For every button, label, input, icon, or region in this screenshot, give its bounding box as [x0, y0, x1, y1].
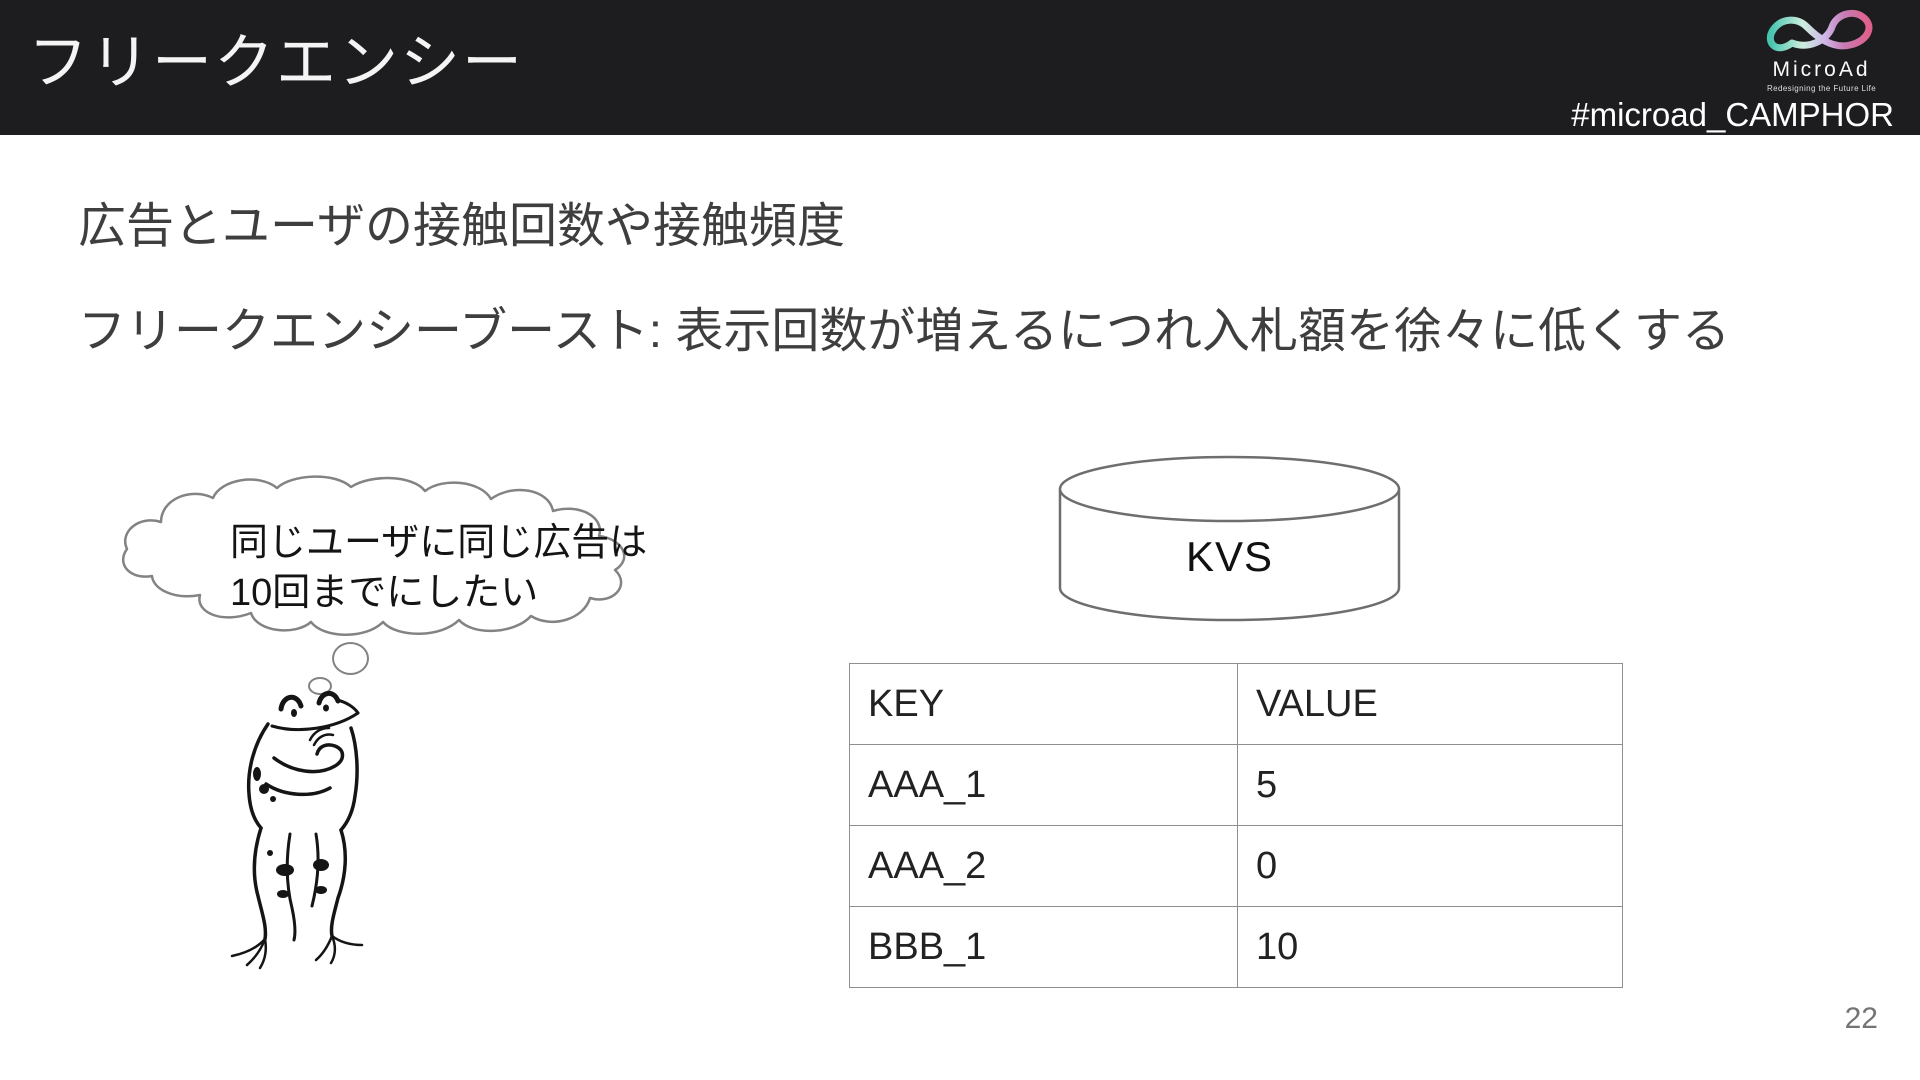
logo-wordmark: MicroAd — [1772, 58, 1871, 81]
thought-bubble-small — [308, 677, 332, 695]
thought-text: 同じユーザに同じ広告は 10回までにしたい — [230, 518, 647, 618]
thought-cloud: 同じユーザに同じ広告は 10回までにしたい — [112, 472, 687, 667]
header-bar: フリークエンシー MicroAd Redesigning the Future … — [0, 0, 1920, 135]
frog-illustration — [224, 682, 366, 974]
thought-cloud-icon — [121, 475, 626, 636]
body-line-2: フリークエンシーブースト: 表示回数が増えるにつれ入札額を徐々に低くする — [78, 305, 1730, 358]
database-cylinder-icon — [1058, 455, 1401, 622]
body-line-1: 広告とユーザの接触回数や接触頻度 — [78, 200, 846, 253]
kvs-database: KVS — [1057, 453, 1402, 623]
thought-line-1: 同じユーザに同じ広告は — [230, 522, 648, 564]
microad-logo: MicroAd Redesigning the Future Life — [1739, 5, 1904, 93]
column-header-key: KEY — [849, 663, 1238, 745]
kv-table: KEY VALUE AAA_1 5 AAA_2 0 BBB_1 10 — [849, 663, 1623, 988]
frog-icon — [230, 690, 364, 970]
thought-line-2: 10回までにしたい — [230, 572, 539, 614]
table-cell-value: 5 — [1237, 744, 1623, 826]
slide-title: フリークエンシー — [28, 29, 524, 96]
microad-swoosh-icon — [1766, 9, 1872, 52]
thought-bubble-large — [332, 642, 369, 675]
table-cell-value: 10 — [1237, 906, 1623, 988]
event-hashtag: #microad_CAMPHOR — [1571, 96, 1894, 133]
kvs-label: KVS — [1185, 533, 1274, 580]
page-number: 22 — [1844, 1002, 1878, 1035]
table-row: BBB_1 10 — [849, 906, 1623, 988]
table-cell-key: AAA_1 — [849, 744, 1238, 826]
table-cell-value: 0 — [1237, 825, 1623, 907]
table-cell-key: BBB_1 — [849, 906, 1238, 988]
column-header-value: VALUE — [1237, 663, 1623, 745]
table-cell-key: AAA_2 — [849, 825, 1238, 907]
logo-tagline: Redesigning the Future Life — [1766, 84, 1877, 93]
table-header-row: KEY VALUE — [849, 663, 1623, 745]
table-row: AAA_1 5 — [849, 744, 1623, 826]
table-row: AAA_2 0 — [849, 825, 1623, 907]
